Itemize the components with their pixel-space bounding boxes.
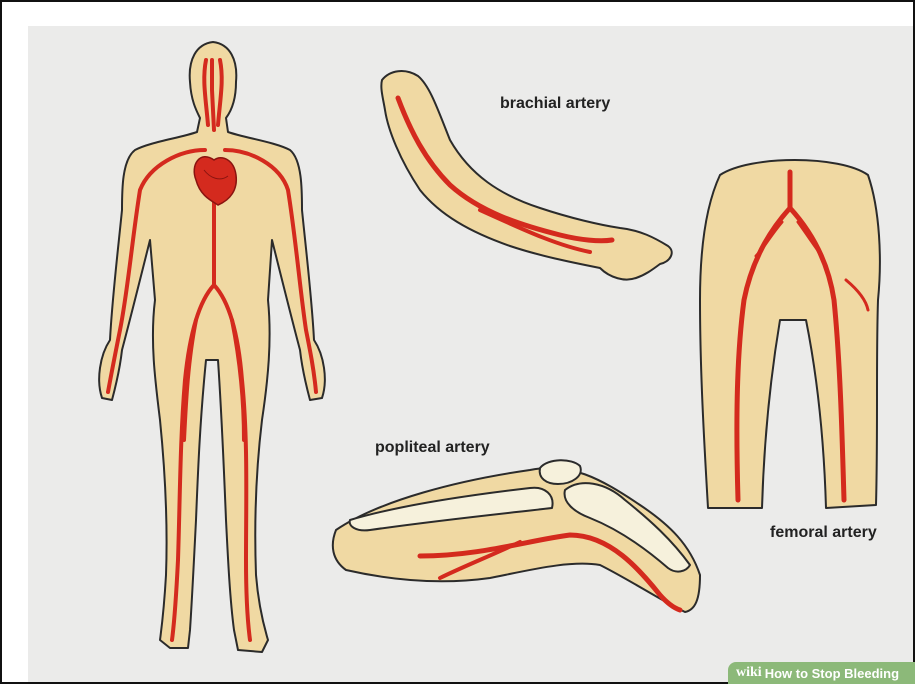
body-silhouette	[99, 42, 325, 652]
watermark-brand: wiki	[736, 665, 762, 681]
watermark: wiki How to Stop Bleeding	[728, 662, 915, 684]
label-brachial-artery: brachial artery	[500, 95, 610, 113]
label-popliteal-artery: popliteal artery	[375, 439, 490, 457]
watermark-title: How to Stop Bleeding	[765, 666, 899, 681]
thigh-figure	[700, 160, 880, 508]
patella-bone	[540, 460, 581, 484]
thigh-silhouette	[700, 160, 880, 508]
full-body-figure	[99, 42, 325, 652]
knee-figure	[333, 460, 700, 612]
label-femoral-artery: femoral artery	[770, 524, 877, 542]
